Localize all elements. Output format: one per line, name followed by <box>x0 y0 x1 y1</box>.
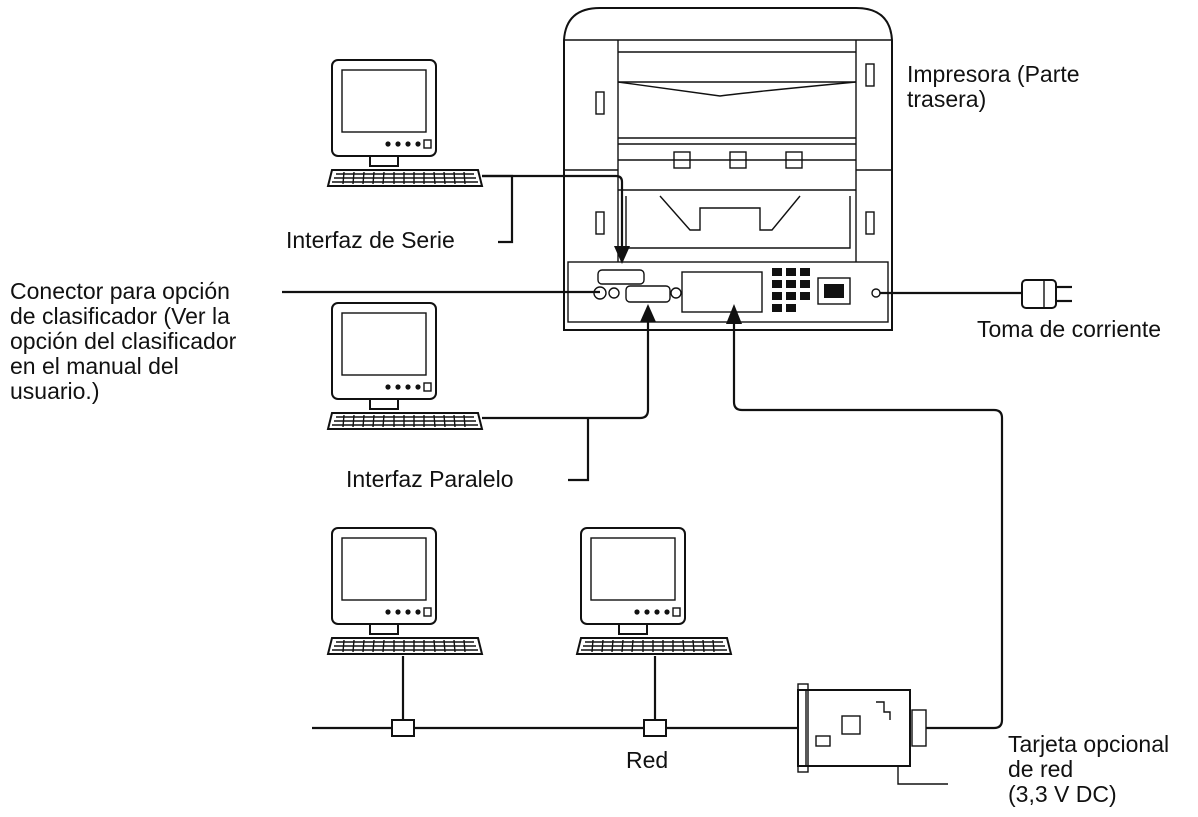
serial-cable <box>482 174 630 264</box>
network-card-icon <box>797 683 948 785</box>
parallel-interface-label: Interfaz Paralelo <box>346 466 514 492</box>
power-plug-icon <box>1021 279 1072 309</box>
network-computer-2-icon <box>576 527 732 655</box>
network-label: Red <box>626 747 669 773</box>
sorter-connector-label: Conector para opción de clasificador (Ve… <box>10 278 237 404</box>
printer-label: Impresora (Parte trasera) <box>907 61 1080 112</box>
network-card-label: Tarjeta opcional de red (3,3 V DC) <box>1008 731 1170 807</box>
power-outlet-label: Toma de corriente <box>977 316 1162 342</box>
parallel-computer-icon <box>327 302 483 430</box>
network-computer-1-icon <box>327 527 483 655</box>
network-bus <box>312 656 798 737</box>
serial-computer-icon <box>327 59 483 187</box>
printer-rear-icon <box>563 7 893 331</box>
network-card-cable <box>726 304 1004 730</box>
serial-interface-label: Interfaz de Serie <box>286 227 455 253</box>
parallel-cable <box>482 304 656 482</box>
